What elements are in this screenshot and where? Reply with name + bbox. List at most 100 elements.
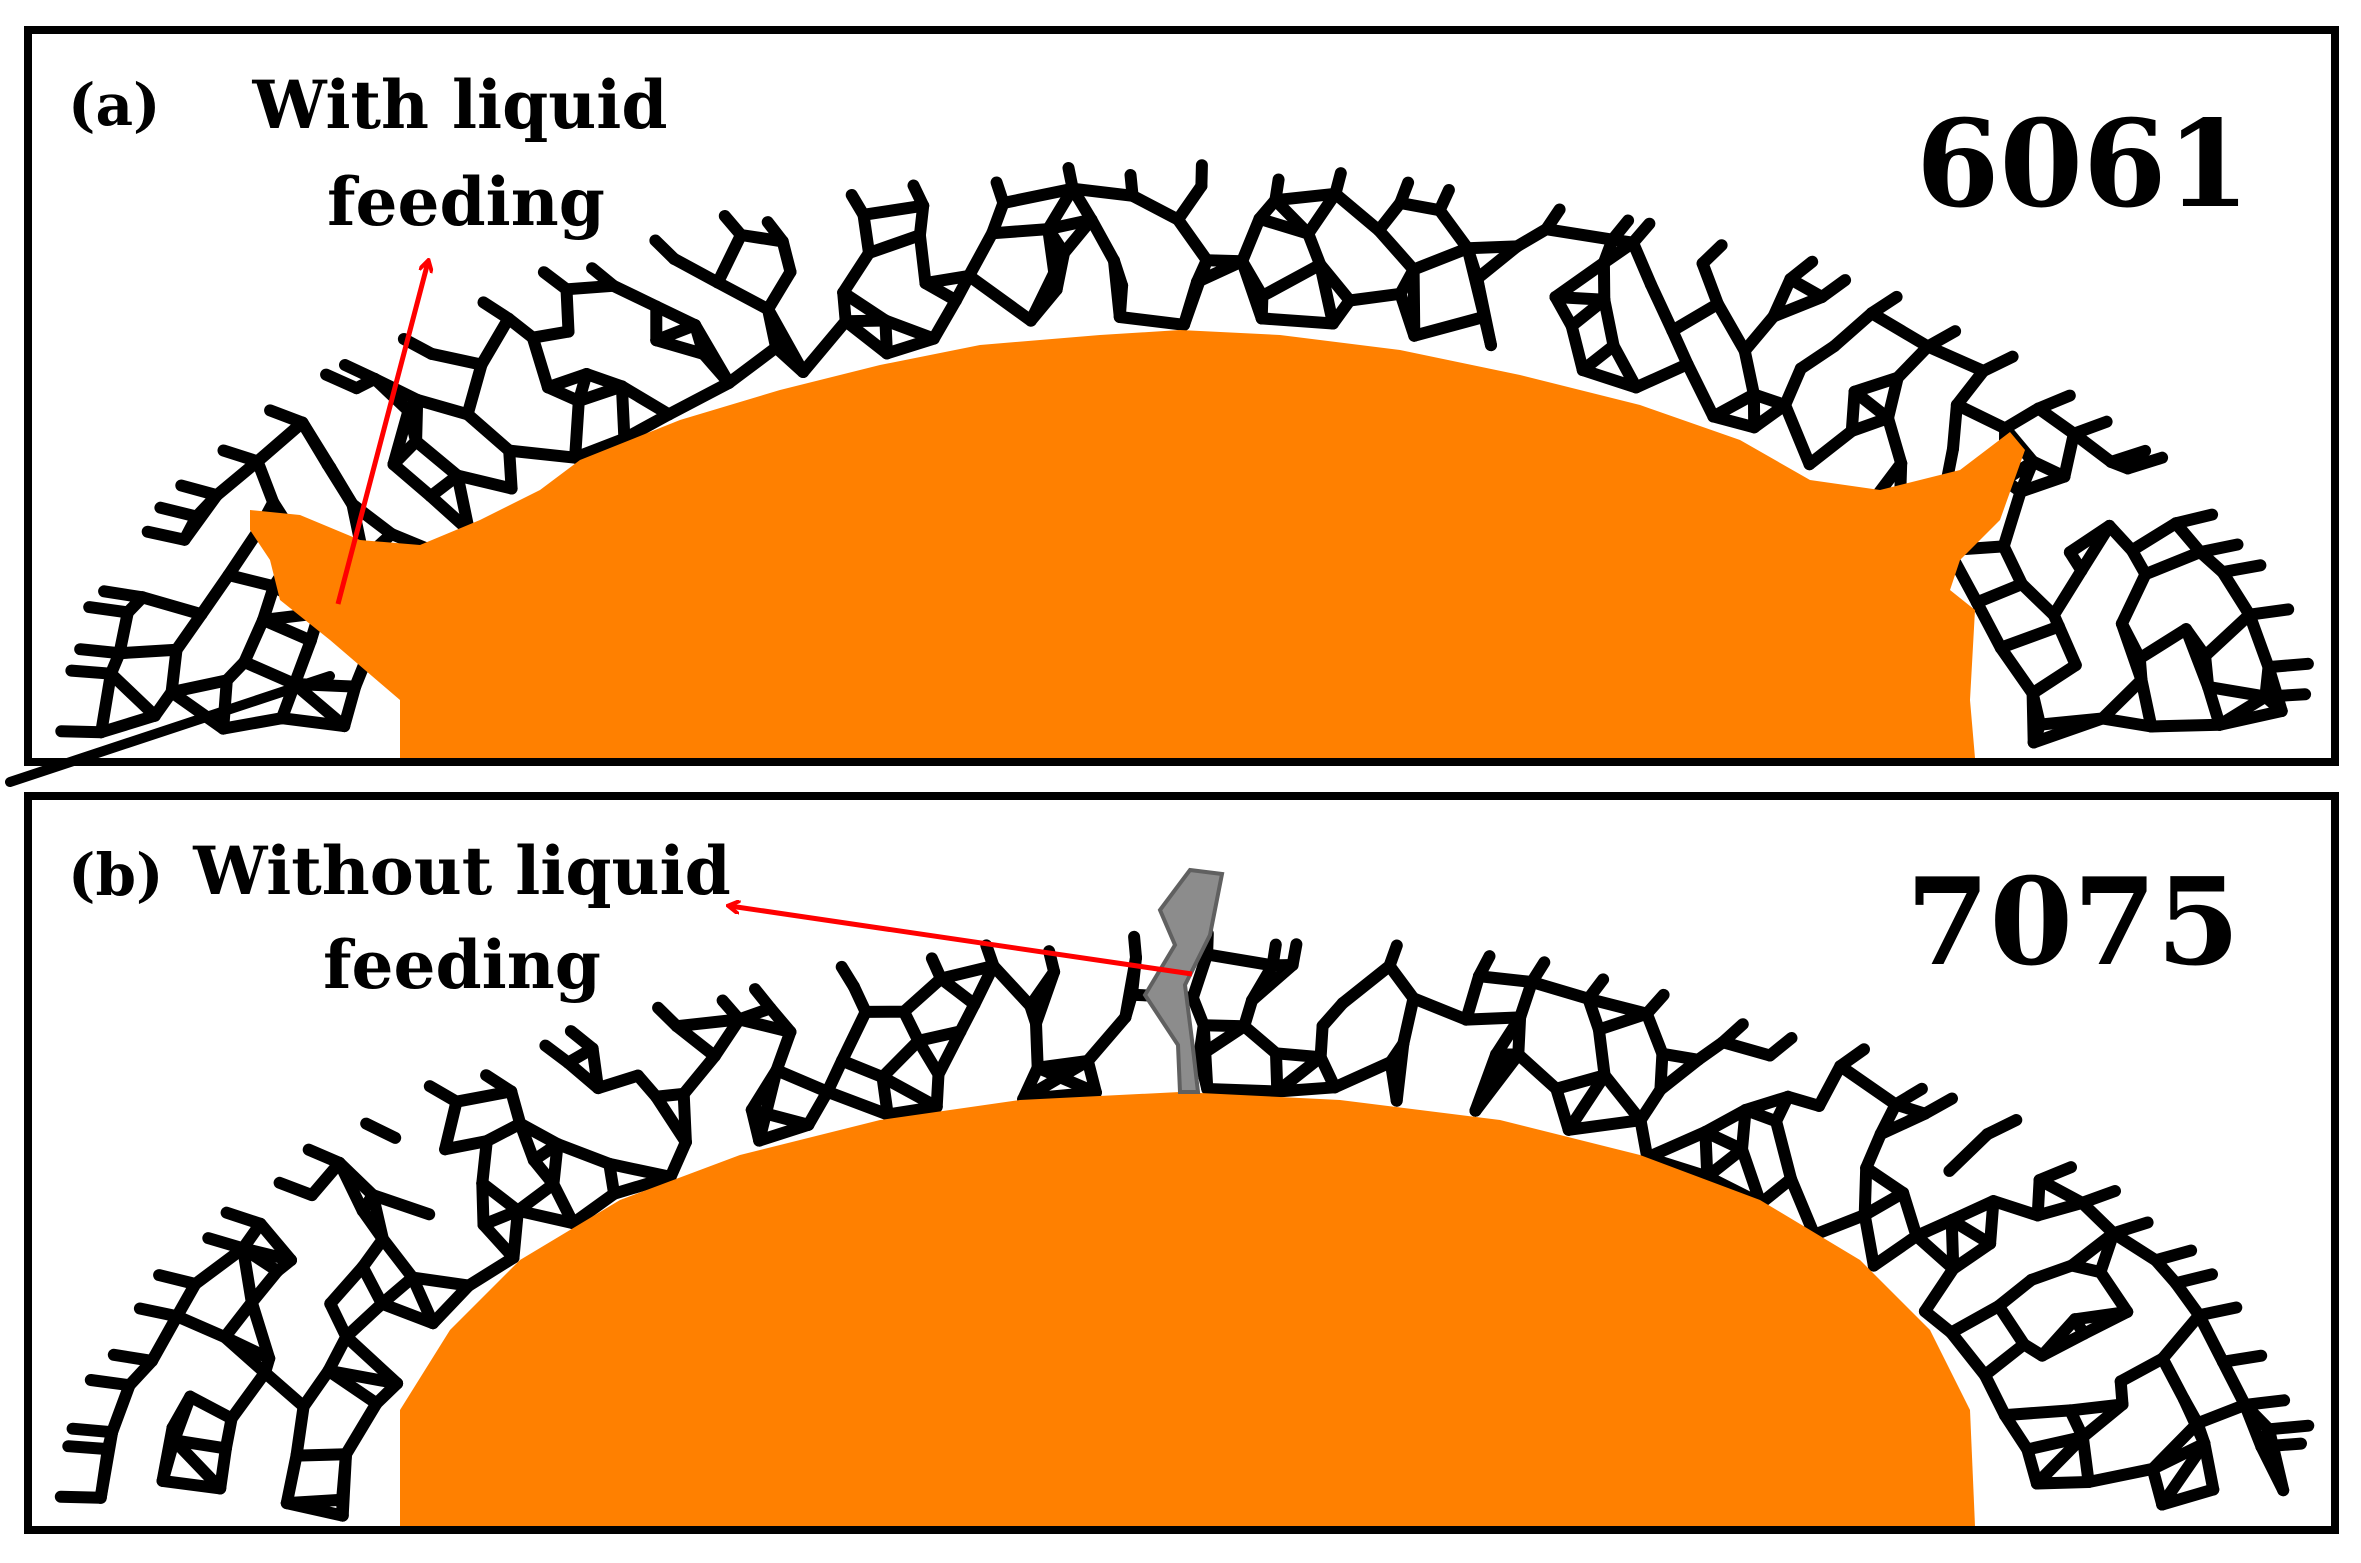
grain-boundary [2077, 1305, 2134, 1340]
dendrite-tip [2193, 1301, 2243, 1322]
grain-boundary [1607, 339, 1643, 394]
dendrite-tip [1269, 173, 1285, 207]
grain-boundary [927, 294, 962, 345]
dendrite-tip [423, 1080, 463, 1108]
grain-boundary [935, 959, 1000, 985]
grain-boundary [210, 455, 264, 502]
grain-boundary [607, 279, 663, 313]
grain-boundary [2107, 1227, 2162, 1267]
grain-boundary [1767, 291, 1828, 323]
grain-boundary [1947, 1237, 1997, 1275]
grain-boundary [333, 1156, 379, 1202]
dendrite-tip [1266, 938, 1282, 972]
grain-boundary [1699, 1104, 1752, 1138]
grain-boundary [857, 208, 875, 259]
grain-boundary [1813, 1060, 1847, 1112]
grain-boundary [1999, 402, 2045, 435]
grain-boundary [1562, 1069, 1611, 1136]
dendrite-tip [65, 664, 117, 680]
grain-boundary [2015, 578, 2060, 621]
grain-boundary [836, 1054, 889, 1084]
dendrite-tip [480, 1069, 518, 1098]
grain-boundary [1897, 1186, 1923, 1242]
grain-boundary [338, 680, 362, 733]
dendrite-tip [990, 176, 1010, 209]
grain-boundary [2213, 705, 2288, 731]
grain-boundary [745, 1064, 783, 1116]
grain-boundary [1945, 1214, 1997, 1250]
dendrite-tip [649, 234, 681, 265]
grain-boundary [1576, 364, 1643, 394]
grain-boundary [290, 1448, 352, 1462]
grain-boundary [168, 1434, 227, 1495]
dendrite-tip [62, 1440, 114, 1456]
grain-boundary [184, 1390, 238, 1425]
dendrite-tip [141, 525, 191, 546]
grain-boundary [1372, 224, 1420, 276]
grain-boundary [1113, 311, 1190, 331]
grain-boundary [439, 1135, 493, 1156]
grain-boundary [218, 1296, 258, 1344]
dendrite-tip [2216, 559, 2267, 579]
grain-boundary [2082, 1462, 2159, 1488]
grain-boundary [711, 276, 774, 316]
dendrite-tip [2067, 415, 2113, 440]
grain-boundary [1085, 213, 1120, 267]
grain-boundary [876, 1034, 925, 1084]
grain-boundary [2156, 1437, 2211, 1511]
grain-boundary [1512, 1048, 1563, 1095]
grain-boundary [461, 408, 516, 457]
grain-boundary [1172, 213, 1213, 267]
grain-boundary [480, 1117, 527, 1148]
grain-boundary [711, 229, 747, 289]
grain-boundary [898, 972, 947, 1018]
grain-boundary [1736, 1104, 1752, 1156]
grain-boundary [1794, 340, 1841, 375]
grain-boundary [1186, 948, 1214, 1004]
dendrite-tip [1124, 169, 1139, 202]
grain-boundary [104, 667, 161, 722]
dendrite-tip [98, 585, 149, 604]
dendrite-tip [1473, 950, 1496, 983]
panel-b-caption-line1: Without liquid [192, 832, 730, 910]
grain-boundary [1383, 959, 1420, 1005]
grain-boundary [406, 1271, 475, 1292]
grain-boundary [1641, 1151, 1714, 1183]
grain-boundary [770, 1025, 797, 1077]
grain-boundary [475, 312, 515, 371]
grain-boundary [1460, 1011, 1527, 1026]
grain-boundary [1978, 1369, 2011, 1422]
dendrite-tip [1582, 973, 1610, 1005]
grain-boundary [1770, 1115, 1797, 1185]
grain-boundary [1950, 365, 1990, 411]
grain-boundary [1998, 1404, 2077, 1422]
grain-boundary [1269, 187, 1342, 207]
grain-boundary [677, 1050, 721, 1100]
grain-boundary [1970, 578, 2028, 609]
panel-a-label: (a) [68, 71, 160, 139]
panel-b-alloy-label: 7075 [1906, 852, 2240, 993]
grain-boundary [322, 1364, 404, 1390]
dendrite-tip [2033, 1161, 2077, 1187]
grain-boundary [1256, 258, 1327, 302]
dendrite-tip [54, 1490, 107, 1504]
grain-boundary [1736, 1143, 1767, 1210]
dendrite-tip [1865, 290, 1903, 320]
grain-boundary [879, 314, 940, 345]
grain-boundary [340, 1330, 404, 1390]
grain-boundary [2033, 1174, 2089, 1209]
grain-boundary [251, 416, 309, 468]
grain-boundary [1525, 976, 1595, 1005]
dendrite-tip [2149, 1244, 2198, 1267]
grain-boundary [797, 315, 852, 378]
grain-boundary [1024, 965, 1061, 1012]
grain-boundary [1172, 180, 1208, 226]
dendrite-tip [2169, 1268, 2218, 1290]
grain-boundary [963, 227, 999, 282]
grain-boundary [503, 444, 582, 464]
grain-boundary [1302, 187, 1342, 240]
grain-boundary [912, 1025, 967, 1047]
grain-boundary [1271, 1081, 1341, 1098]
grain-boundary [580, 368, 628, 393]
grain-boundary [1947, 398, 1963, 455]
